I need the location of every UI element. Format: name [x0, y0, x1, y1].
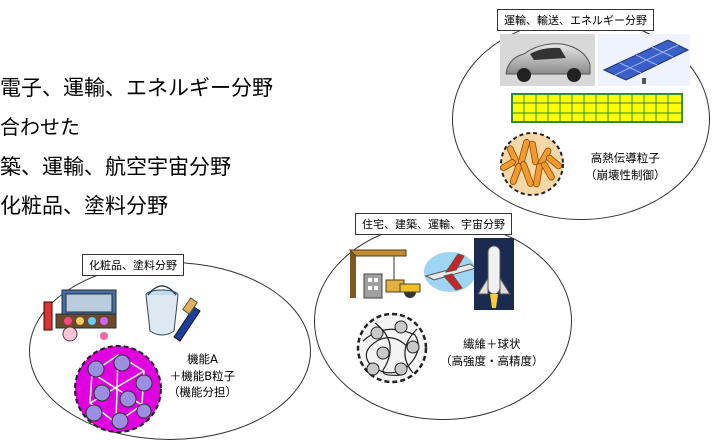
functional-particle-caption-line2: ＋機能B粒子 — [169, 368, 236, 383]
functional-particle-caption-line1: 機能A — [187, 352, 218, 366]
yellow-grid-icon — [511, 93, 683, 123]
functional-particle-caption: 機能A ＋機能B粒子 （機能分担） — [168, 351, 237, 401]
construction-field-tag: 住宅、建築、運輸、宇宙分野 — [355, 213, 512, 235]
car-icon — [500, 34, 595, 86]
heat-particle-caption-line2: （崩壊性制御） — [585, 168, 666, 183]
paint-bucket-brush-icon — [145, 285, 201, 342]
solar-panel-icon — [598, 34, 690, 86]
functional-particle-caption-line3: （機能分担） — [168, 385, 237, 400]
airplane-icon — [424, 252, 478, 292]
makeup-kit-icon — [43, 289, 117, 342]
bullet-text-cosmetics: 化粧品、塗料分野 — [0, 194, 168, 218]
fiber-sphere-particle-icon — [356, 312, 428, 384]
heat-particle-caption: 高熱伝導粒子 （崩壊性制御） — [585, 150, 666, 185]
construction-crane-icon — [348, 249, 421, 299]
bullet-text-architecture: 築、運輸、航空宇宙分野 — [0, 155, 231, 179]
bullet-text-combined: 合わせた — [0, 115, 80, 139]
fiber-particle-caption: 繊維＋球状 （高強度・高精度） — [440, 336, 544, 369]
heat-conductive-particle-icon — [500, 132, 564, 196]
energy-field-tag: 運輸、輸送、エネルギー分野 — [497, 9, 654, 31]
fiber-particle-caption-line2: （高強度・高精度） — [440, 353, 544, 368]
space-shuttle-icon — [474, 238, 514, 310]
cosmetics-field-tag: 化粧品、塗料分野 — [82, 254, 184, 276]
functional-composite-particle-icon — [74, 345, 162, 433]
bullet-text-electronics: 電子、運輸、エネルギー分野 — [0, 76, 273, 100]
fiber-particle-caption-line1: 繊維＋球状 — [463, 337, 521, 351]
heat-particle-caption-line1: 高熱伝導粒子 — [590, 151, 660, 165]
